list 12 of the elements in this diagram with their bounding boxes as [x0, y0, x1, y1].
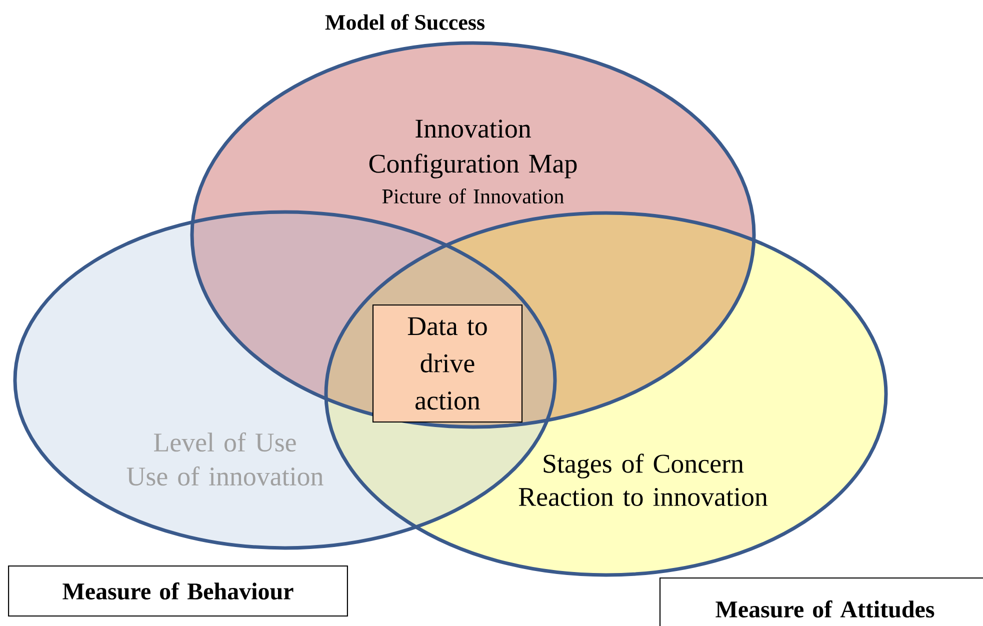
heading: Model of Success: [325, 14, 485, 30]
ellipse-label: Stages of Concern: [544, 454, 744, 478]
label-box: Measure of Behaviour: [8, 565, 348, 617]
venn-ellipse: [190, 41, 756, 429]
ellipse-label: Level of Use: [154, 432, 296, 452]
ellipse-label: Innovation Configuration Map: [369, 120, 577, 178]
label-box: Measure of Attitudes: [659, 577, 983, 626]
ellipse-label: Picture of Innovation: [382, 188, 564, 204]
ellipse-label: Reaction to innovation: [518, 488, 768, 506]
ellipse-label: Use of innovation: [126, 466, 324, 486]
venn-ellipse: [324, 211, 888, 577]
highlight-box: Data to drive action: [372, 304, 523, 423]
